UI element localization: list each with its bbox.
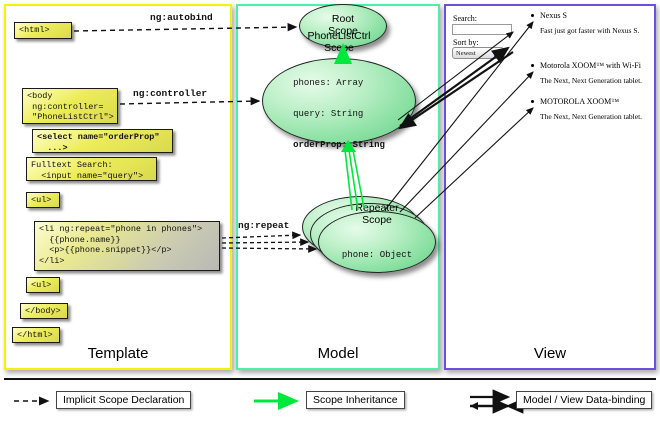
scope-root-title-line2: Scope (328, 25, 358, 37)
sort-by-select[interactable]: Newest ▾ (452, 47, 504, 59)
code-box-body-open: <body ng:controller= "PhoneListCtrl"> (22, 88, 118, 124)
code-box-ul-close: <ul> (26, 277, 60, 293)
legend-item-scope-inheritance: Scope Inheritance (306, 391, 405, 409)
code-box-ul-open: <ul> (26, 192, 60, 208)
scope-prop-phone: phone: Object (341, 249, 413, 260)
panel-title-model: Model (317, 345, 359, 362)
scope-phonelistctrl-props: phones: Array query: String orderProp: S… (293, 57, 385, 171)
scope-phonelistctrl-title-line1: PhoneListCtrl (307, 30, 371, 43)
scope-prop-query: query: String (293, 108, 364, 119)
code-box-li-repeat: <li ng:repeat="phone in phones"> {{phone… (34, 221, 220, 271)
legend-label-implicit-scope-declaration: Implicit Scope Declaration (56, 391, 192, 409)
sort-by-label: Sort by: (453, 38, 479, 47)
search-label: Search: (453, 14, 477, 23)
phone-name: MOTOROLA XOOM™ (540, 97, 620, 106)
scope-phonelistctrl: PhoneListCtrl Scope phones: Array query:… (262, 31, 416, 150)
panel-title-template: Template (87, 345, 149, 362)
phone-snippet: The Next, Next Generation tablet. (540, 76, 643, 85)
scope-repeater-title-line2: Scope (362, 214, 392, 227)
edge-label-ng-controller: ng:controller (133, 88, 208, 99)
legend-item-implicit-scope-declaration: Implicit Scope Declaration (56, 391, 192, 409)
code-box-body-close: </body> (20, 303, 68, 319)
scope-repeater: Repeater Scope phone: Object (318, 203, 436, 273)
code-box-select-tag: <select name="orderProp" ...> (32, 129, 173, 153)
phone-name: Nexus S (540, 11, 567, 20)
code-box-fulltext-search: Fulltext Search: <input name="query"> (26, 157, 157, 181)
phone-list-item: Nexus S Fast just got faster with Nexus … (531, 11, 640, 35)
panel-title-view: View (533, 345, 567, 362)
legend-item-model-view-data-binding: Model / View Data-binding (516, 391, 653, 409)
code-box-html-close: </html> (12, 327, 60, 343)
phone-snippet: Fast just got faster with Nexus S. (540, 26, 640, 35)
bullet-icon (531, 64, 534, 67)
legend-divider (4, 378, 656, 380)
scope-phonelistctrl-title-line2: Scope (324, 42, 354, 55)
scope-prop-phones: phones: Array (293, 77, 364, 88)
scope-root-title-line1: Root (331, 13, 355, 26)
bullet-icon (531, 100, 534, 103)
phone-list-item: MOTOROLA XOOM™ The Next, Next Generation… (531, 97, 643, 121)
search-input[interactable] (452, 24, 512, 35)
phone-name: Motorola XOOM™ with Wi-Fi (540, 61, 641, 70)
scope-repeater-title-line1: Repeater (355, 202, 399, 215)
scope-prop-orderprop: orderProp: String (293, 139, 385, 150)
code-box-html-open: <html> (14, 22, 72, 39)
sort-by-selected-value: Newest (456, 49, 476, 57)
legend-arrow-databinding (470, 389, 524, 414)
phone-list-item: Motorola XOOM™ with Wi-Fi The Next, Next… (531, 61, 643, 85)
chevron-updown-icon: ▾ (493, 49, 502, 58)
edge-label-ng-autobind: ng:autobind (150, 12, 213, 23)
scope-repeater-props: phone: Object (342, 229, 412, 281)
legend-label-model-view-data-binding: Model / View Data-binding (516, 391, 653, 409)
phone-snippet: The Next, Next Generation tablet. (540, 112, 643, 121)
legend-label-scope-inheritance: Scope Inheritance (306, 391, 405, 409)
edge-label-ng-repeat: ng:repeat (238, 220, 290, 231)
bullet-icon (531, 14, 534, 17)
